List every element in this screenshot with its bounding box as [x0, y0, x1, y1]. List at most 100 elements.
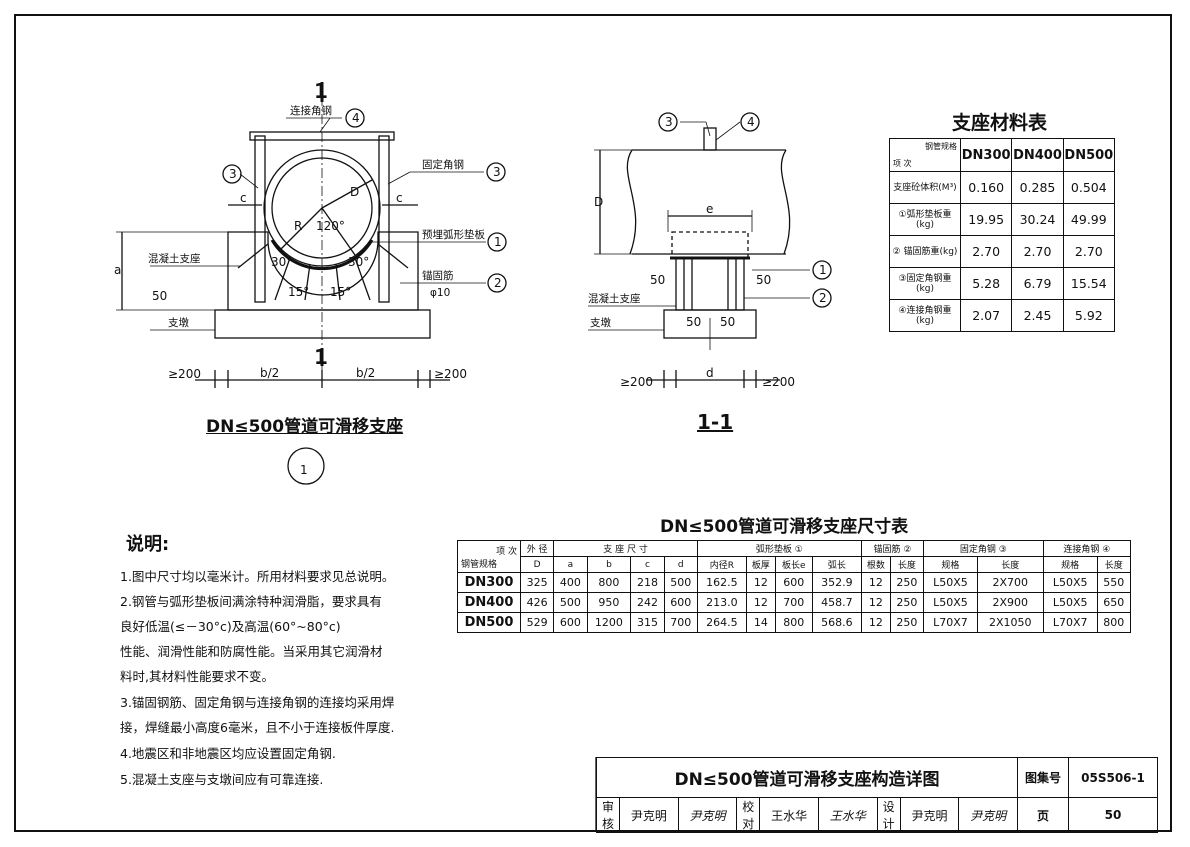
material-cell: 49.99	[1062, 203, 1116, 236]
material-cell: 5.28	[959, 267, 1013, 300]
dimension-row-dn300: DN300 325 400 800 218 500 162.5 12 600 3…	[457, 572, 1132, 593]
material-corner-bottom: 项 次	[893, 159, 912, 168]
leader-fixed-angle-2	[387, 171, 411, 185]
dimension-subheader: 板厚	[745, 556, 776, 573]
dimension-group: 固定角钢 ③	[922, 540, 1044, 557]
material-col-dn400: DN400	[1011, 138, 1064, 172]
dimension-cell: 568.6	[811, 612, 862, 633]
dimension-cell: L70X7	[1042, 612, 1098, 633]
reviewer-signature: 尹克明	[677, 797, 738, 833]
dimension-cell: 315	[630, 612, 665, 633]
dimension-cell: L50X5	[922, 572, 978, 593]
checker-name: 王水华	[759, 797, 819, 833]
anchor-bar-6	[377, 243, 409, 269]
dimension-cell: 250	[889, 592, 924, 613]
dimension-cell: 950	[586, 592, 632, 613]
plan-detail-drawing	[116, 82, 507, 485]
dimension-subheader-row: D a b c d 内径R 板厚 板长e 弧长 根数 长度 规格 长度 规格 长…	[458, 556, 1132, 573]
dimension-cell: 800	[586, 572, 632, 593]
material-row-label: 支座砼体积(M³)	[889, 171, 961, 204]
atlas-label: 图集号	[1017, 757, 1069, 798]
material-row: ①弧形垫板重(kg) 19.95 30.24 49.99	[889, 203, 1116, 236]
title-block-table: DN≤500管道可滑移支座构造详图 图集号 05S506-1 审核 尹克明 尹克…	[596, 757, 1158, 833]
dimension-subheader: 弧长	[811, 556, 862, 573]
dimension-cell: L50X5	[922, 592, 978, 613]
dimension-subheader: 规格	[1042, 556, 1098, 573]
dimension-cell: 12	[860, 572, 891, 593]
dimension-corner-cell: 项 次 钢管规格	[457, 540, 521, 573]
sec-callout-2-number: 2	[819, 291, 827, 305]
dimension-cell: 2X900	[976, 592, 1044, 613]
dimension-cell: L70X7	[922, 612, 978, 633]
dimension-cell: 352.9	[811, 572, 862, 593]
anchor-bar-1	[274, 257, 291, 301]
label-fixed-angle: 固定角钢	[422, 158, 464, 171]
dimension-cell: 1200	[586, 612, 632, 633]
label-angle-30b: 30°	[348, 255, 369, 269]
designer-name: 尹克明	[899, 797, 960, 833]
design-label: 设计	[876, 797, 901, 833]
label-angle-15b: 15°	[330, 285, 351, 299]
concrete-support	[227, 231, 419, 311]
pipe-break-right	[780, 149, 791, 255]
material-cell: 5.92	[1062, 299, 1116, 332]
sec-leader-4	[715, 121, 741, 141]
dimension-subheader: 根数	[860, 556, 891, 573]
label-anchor-dia: φ10	[430, 287, 450, 299]
detail-number: 1	[300, 463, 308, 477]
fixed-angle-left	[254, 135, 266, 303]
dimension-pipe: DN400	[457, 592, 521, 613]
designer-signature: 尹克明	[958, 797, 1018, 833]
dimension-corner-top: 项 次	[496, 546, 517, 557]
material-corner-cell: 钢管规格 项 次	[889, 138, 961, 172]
dimension-cell: 800	[774, 612, 813, 633]
label-connecting-angle: 连接角钢	[290, 104, 332, 117]
label-D: D	[350, 185, 359, 199]
checker-signature: 王水华	[817, 797, 878, 833]
review-label: 审核	[596, 797, 620, 833]
dimension-corner-bottom: 钢管规格	[461, 559, 498, 570]
dimension-cell: 426	[519, 592, 555, 613]
anchor-bar-4	[354, 257, 371, 301]
material-row: ② 锚固筋重(kg) 2.70 2.70 2.70	[889, 235, 1116, 268]
material-cell: 2.07	[959, 299, 1013, 332]
sec-label-e: e	[706, 202, 713, 216]
dimension-cell: 12	[860, 592, 891, 613]
sec-label-D: D	[594, 195, 603, 209]
label-angle-30a: 30°	[271, 255, 292, 269]
dimension-cell: 550	[1096, 572, 1132, 593]
material-table-title: 支座材料表	[952, 112, 1048, 134]
material-row: ④连接角钢重(kg) 2.07 2.45 5.92	[889, 299, 1116, 332]
material-row-label: ①弧形垫板重(kg)	[889, 203, 961, 236]
dimension-cell: 264.5	[696, 612, 747, 633]
dimension-pipe: DN300	[457, 572, 521, 593]
section-title: 1-1	[697, 410, 734, 434]
atlas-number: 05S506-1	[1068, 757, 1158, 798]
label-pad: 预埋弧形垫板	[422, 228, 485, 241]
fixed-angle-right	[378, 135, 390, 303]
dimension-subheader: 规格	[922, 556, 978, 573]
callout-1-number: 1	[494, 235, 502, 249]
dimension-cell: 218	[630, 572, 665, 593]
check-label: 校对	[736, 797, 761, 833]
radius-line-r	[279, 207, 323, 251]
material-cell: 15.54	[1062, 267, 1116, 300]
material-cell: 2.70	[1062, 235, 1116, 268]
pad-arc	[270, 239, 374, 271]
detail-title: DN≤500管道可滑移支座	[206, 417, 404, 437]
material-row: ③固定角钢重(kg) 5.28 6.79 15.54	[889, 267, 1116, 300]
callout-3-right-number: 3	[493, 165, 501, 179]
anchor-bar-2	[304, 263, 311, 301]
note-line: 良好低温(≤－30°c)及高温(60°~80°c)	[120, 619, 341, 634]
anchor-bar-5	[237, 243, 269, 269]
dimension-subheader: a	[553, 556, 588, 573]
dimension-cell: 458.7	[811, 592, 862, 613]
dimension-table-title: DN≤500管道可滑移支座尺寸表	[660, 517, 909, 537]
material-col-dn500: DN500	[1062, 138, 1116, 172]
dimension-cell: 700	[774, 592, 813, 613]
dimension-cell: 650	[1096, 592, 1132, 613]
sec-label-50d: 50	[720, 315, 735, 329]
callout-2-number: 2	[494, 276, 502, 290]
leader-3-left	[239, 173, 259, 189]
detail-number-circle	[287, 447, 325, 485]
